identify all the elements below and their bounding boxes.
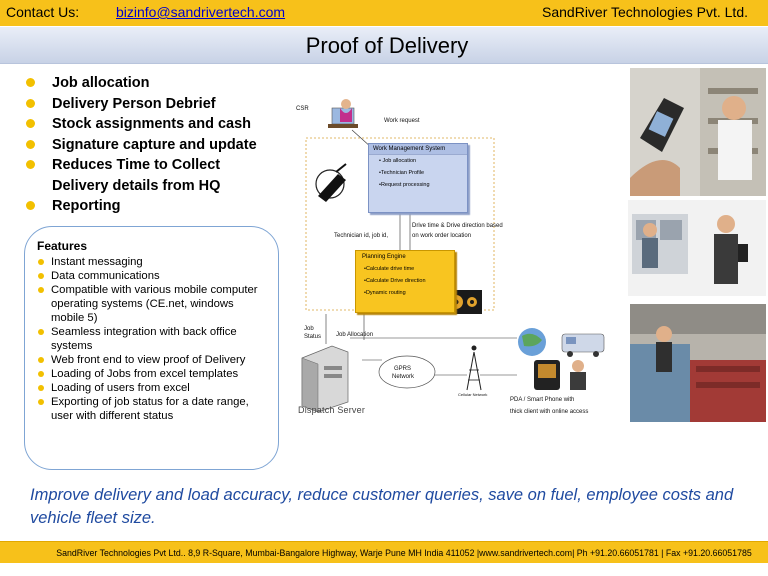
footer-bar: SandRiver Technologies Pvt Ltd.. 8,9 R-S… [0, 541, 768, 563]
key-point-text: Stock assignments and cash [52, 116, 252, 132]
feature-item: Seamless integration with back office sy… [37, 325, 268, 353]
wms-item: • Job allocation [379, 158, 417, 164]
key-point: Signature capture and update [26, 135, 286, 156]
bullet-dot-icon [38, 259, 44, 265]
bullet-dot-icon [26, 78, 35, 87]
architecture-diagram: CSR Work request Work Management System … [292, 90, 622, 420]
bullet-dot-icon [38, 273, 44, 279]
cellular-network-label: Cellular Network [458, 392, 488, 397]
features-list: Instant messaging Data communications Co… [37, 255, 268, 423]
feature-item: Compatible with various mobile computer … [37, 283, 268, 325]
key-point-text: Reporting [52, 198, 121, 214]
dispatch-server-label: Dispatch Server [298, 405, 366, 415]
diagram-lines [301, 99, 517, 413]
key-point-text: Delivery details from HQ [52, 177, 221, 194]
bullet-dot-icon [38, 385, 44, 391]
work-management-system-box: Work Management System • Job allocation … [368, 143, 468, 213]
top-contact-bar: Contact Us: bizinfo@sandrivertech.com Sa… [0, 0, 768, 26]
photo-warehouse-worker [630, 304, 766, 422]
bullet-dot-icon [38, 287, 44, 293]
bullet-dot-icon [38, 371, 44, 377]
bullet-dot-icon [26, 139, 35, 149]
footer-address: SandRiver Technologies Pvt Ltd.. 8,9 R-S… [56, 548, 752, 558]
pda-label: PDA / Smart Phone with [510, 397, 575, 403]
job-allocation-label: Job Allocation [336, 332, 374, 338]
value-statement: Improve delivery and load accuracy, redu… [30, 486, 734, 527]
key-point: Reporting [26, 196, 286, 217]
thick-client-label: thick client with online access [510, 409, 589, 415]
title-band: Proof of Delivery [0, 27, 768, 64]
globe-icon [518, 328, 546, 356]
dispatch-server-icon [301, 345, 349, 413]
planning-item: •Calculate Drive direction [364, 278, 426, 284]
delivery-van-icon [561, 333, 605, 357]
planning-item: •Dynamic routing [364, 290, 406, 296]
feature-item: Web front end to view proof of Delivery [37, 353, 268, 367]
gprs-cloud-icon [378, 355, 436, 389]
features-box: Features Instant messaging Data communic… [24, 226, 279, 470]
feature-item: Loading of users from excel [37, 381, 268, 395]
key-point: Job allocation [26, 73, 286, 94]
mobile-devices-illustration [518, 328, 605, 390]
planning-item: •Calculate drive time [364, 266, 415, 272]
csr-person-icon [328, 99, 358, 128]
photo-handheld-scanner [630, 68, 766, 196]
bullet-dot-icon [26, 98, 35, 108]
photo-technician-van [628, 200, 766, 296]
job-status-label-2: Status [304, 334, 322, 340]
feature-item: Exporting of job status for a date range… [37, 395, 268, 423]
job-status-label: Job [304, 326, 314, 332]
key-point: Stock assignments and cash [26, 114, 286, 135]
feature-item: Data communications [37, 269, 268, 283]
planning-engine-box: Planning Engine •Calculate drive time •C… [355, 250, 455, 313]
wms-item: •Technician Profile [379, 170, 425, 176]
work-order-label: on work order location [412, 233, 472, 239]
cell-tower-icon [466, 345, 482, 391]
key-point-text: Signature capture and update [52, 136, 257, 153]
work-request-label: Work request [384, 118, 420, 124]
bullet-dot-icon [26, 201, 35, 210]
key-point-text: Reduces Time to Collect [52, 157, 221, 173]
bullet-dot-icon [26, 119, 35, 128]
bullet-dot-icon [38, 399, 44, 405]
pda-device-icon [534, 360, 560, 390]
drive-time-label: Drive time & Drive direction based [412, 223, 503, 229]
key-point: Delivery details from HQ [26, 176, 286, 197]
contact-email-link[interactable]: bizinfo@sandrivertech.com [116, 4, 286, 20]
gprs-label: GPRS [394, 366, 412, 372]
csr-label: CSR [296, 106, 309, 112]
contact-label: Contact Us: [6, 4, 80, 20]
company-name: SandRiver Technologies Pvt. Ltd. [542, 4, 748, 20]
bullet-dot-icon [26, 160, 35, 169]
satellite-icon [315, 163, 347, 202]
key-point-text: Job allocation [52, 75, 150, 91]
bullet-dot-icon [38, 329, 44, 335]
planning-title: Planning Engine [362, 254, 406, 260]
key-point: Delivery Person Debrief [26, 94, 286, 115]
technician-person-icon [570, 360, 586, 390]
feature-item: Instant messaging [37, 255, 268, 269]
key-points-list: Job allocation Delivery Person Debrief S… [26, 73, 286, 217]
wms-item: •Request processing [379, 182, 430, 188]
features-title: Features [37, 239, 88, 253]
page-title: Proof of Delivery [305, 33, 469, 58]
gprs-network-label: Network [392, 374, 415, 380]
wms-title: Work Management System [369, 144, 467, 155]
key-point: Reduces Time to Collect [26, 155, 286, 176]
bullet-dot-icon [38, 357, 44, 363]
technician-id-label: Technician id, job id, [334, 233, 389, 239]
feature-item: Loading of Jobs from excel templates [37, 367, 268, 381]
key-point-text: Delivery Person Debrief [52, 95, 216, 112]
